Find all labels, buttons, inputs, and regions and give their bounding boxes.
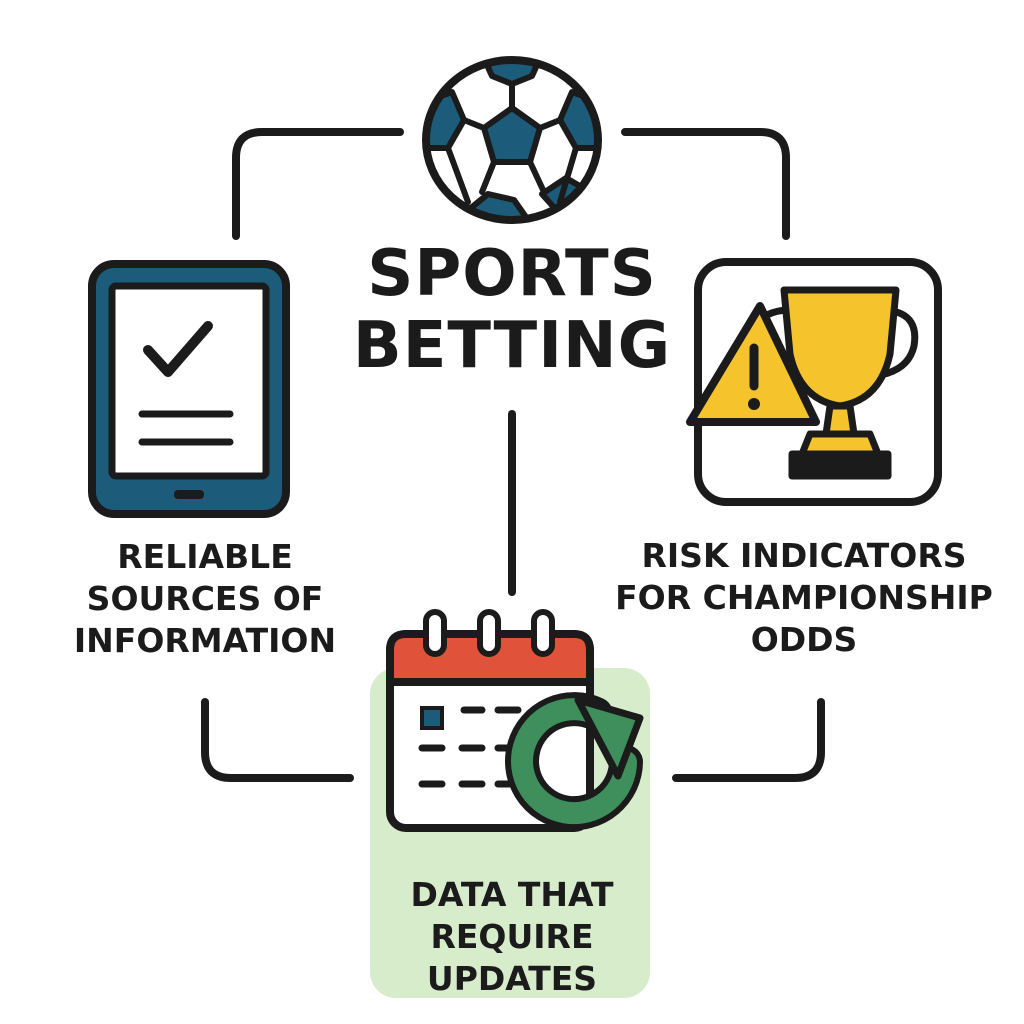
connector-top-left — [232, 128, 404, 240]
left-label-line-3: INFORMATION — [73, 621, 337, 660]
left-label-line-1: RELIABLE — [117, 537, 293, 576]
left-label-line-2: SOURCES OF — [86, 579, 324, 618]
title-line-1: SPORTS — [367, 237, 657, 311]
bottom-label-line-2: REQUIRE — [430, 917, 594, 956]
connector-bottom-right — [672, 698, 825, 782]
connector-top-right — [621, 128, 790, 240]
warning-trophy-icon — [686, 258, 942, 506]
bottom-label-line-3: UPDATES — [426, 959, 598, 998]
diagram-title: SPORTS BETTING — [312, 238, 712, 382]
calendar-refresh-icon — [386, 609, 644, 832]
tablet-checklist-icon — [88, 260, 290, 518]
bottom-label-line-1: DATA THAT — [410, 875, 614, 914]
right-node-label: RISK INDICATORS FOR CHAMPIONSHIP ODDS — [604, 535, 1004, 661]
title-line-2: BETTING — [352, 309, 672, 383]
soccer-ball-icon — [422, 56, 602, 224]
right-label-line-2: FOR CHAMPIONSHIP — [615, 578, 993, 617]
bottom-node-label: DATA THAT REQUIRE UPDATES — [380, 874, 644, 1000]
connector-bottom-left — [201, 698, 354, 782]
right-label-line-1: RISK INDICATORS — [641, 536, 967, 575]
left-node-label: RELIABLE SOURCES OF INFORMATION — [40, 536, 370, 662]
right-label-line-3: ODDS — [750, 620, 858, 659]
